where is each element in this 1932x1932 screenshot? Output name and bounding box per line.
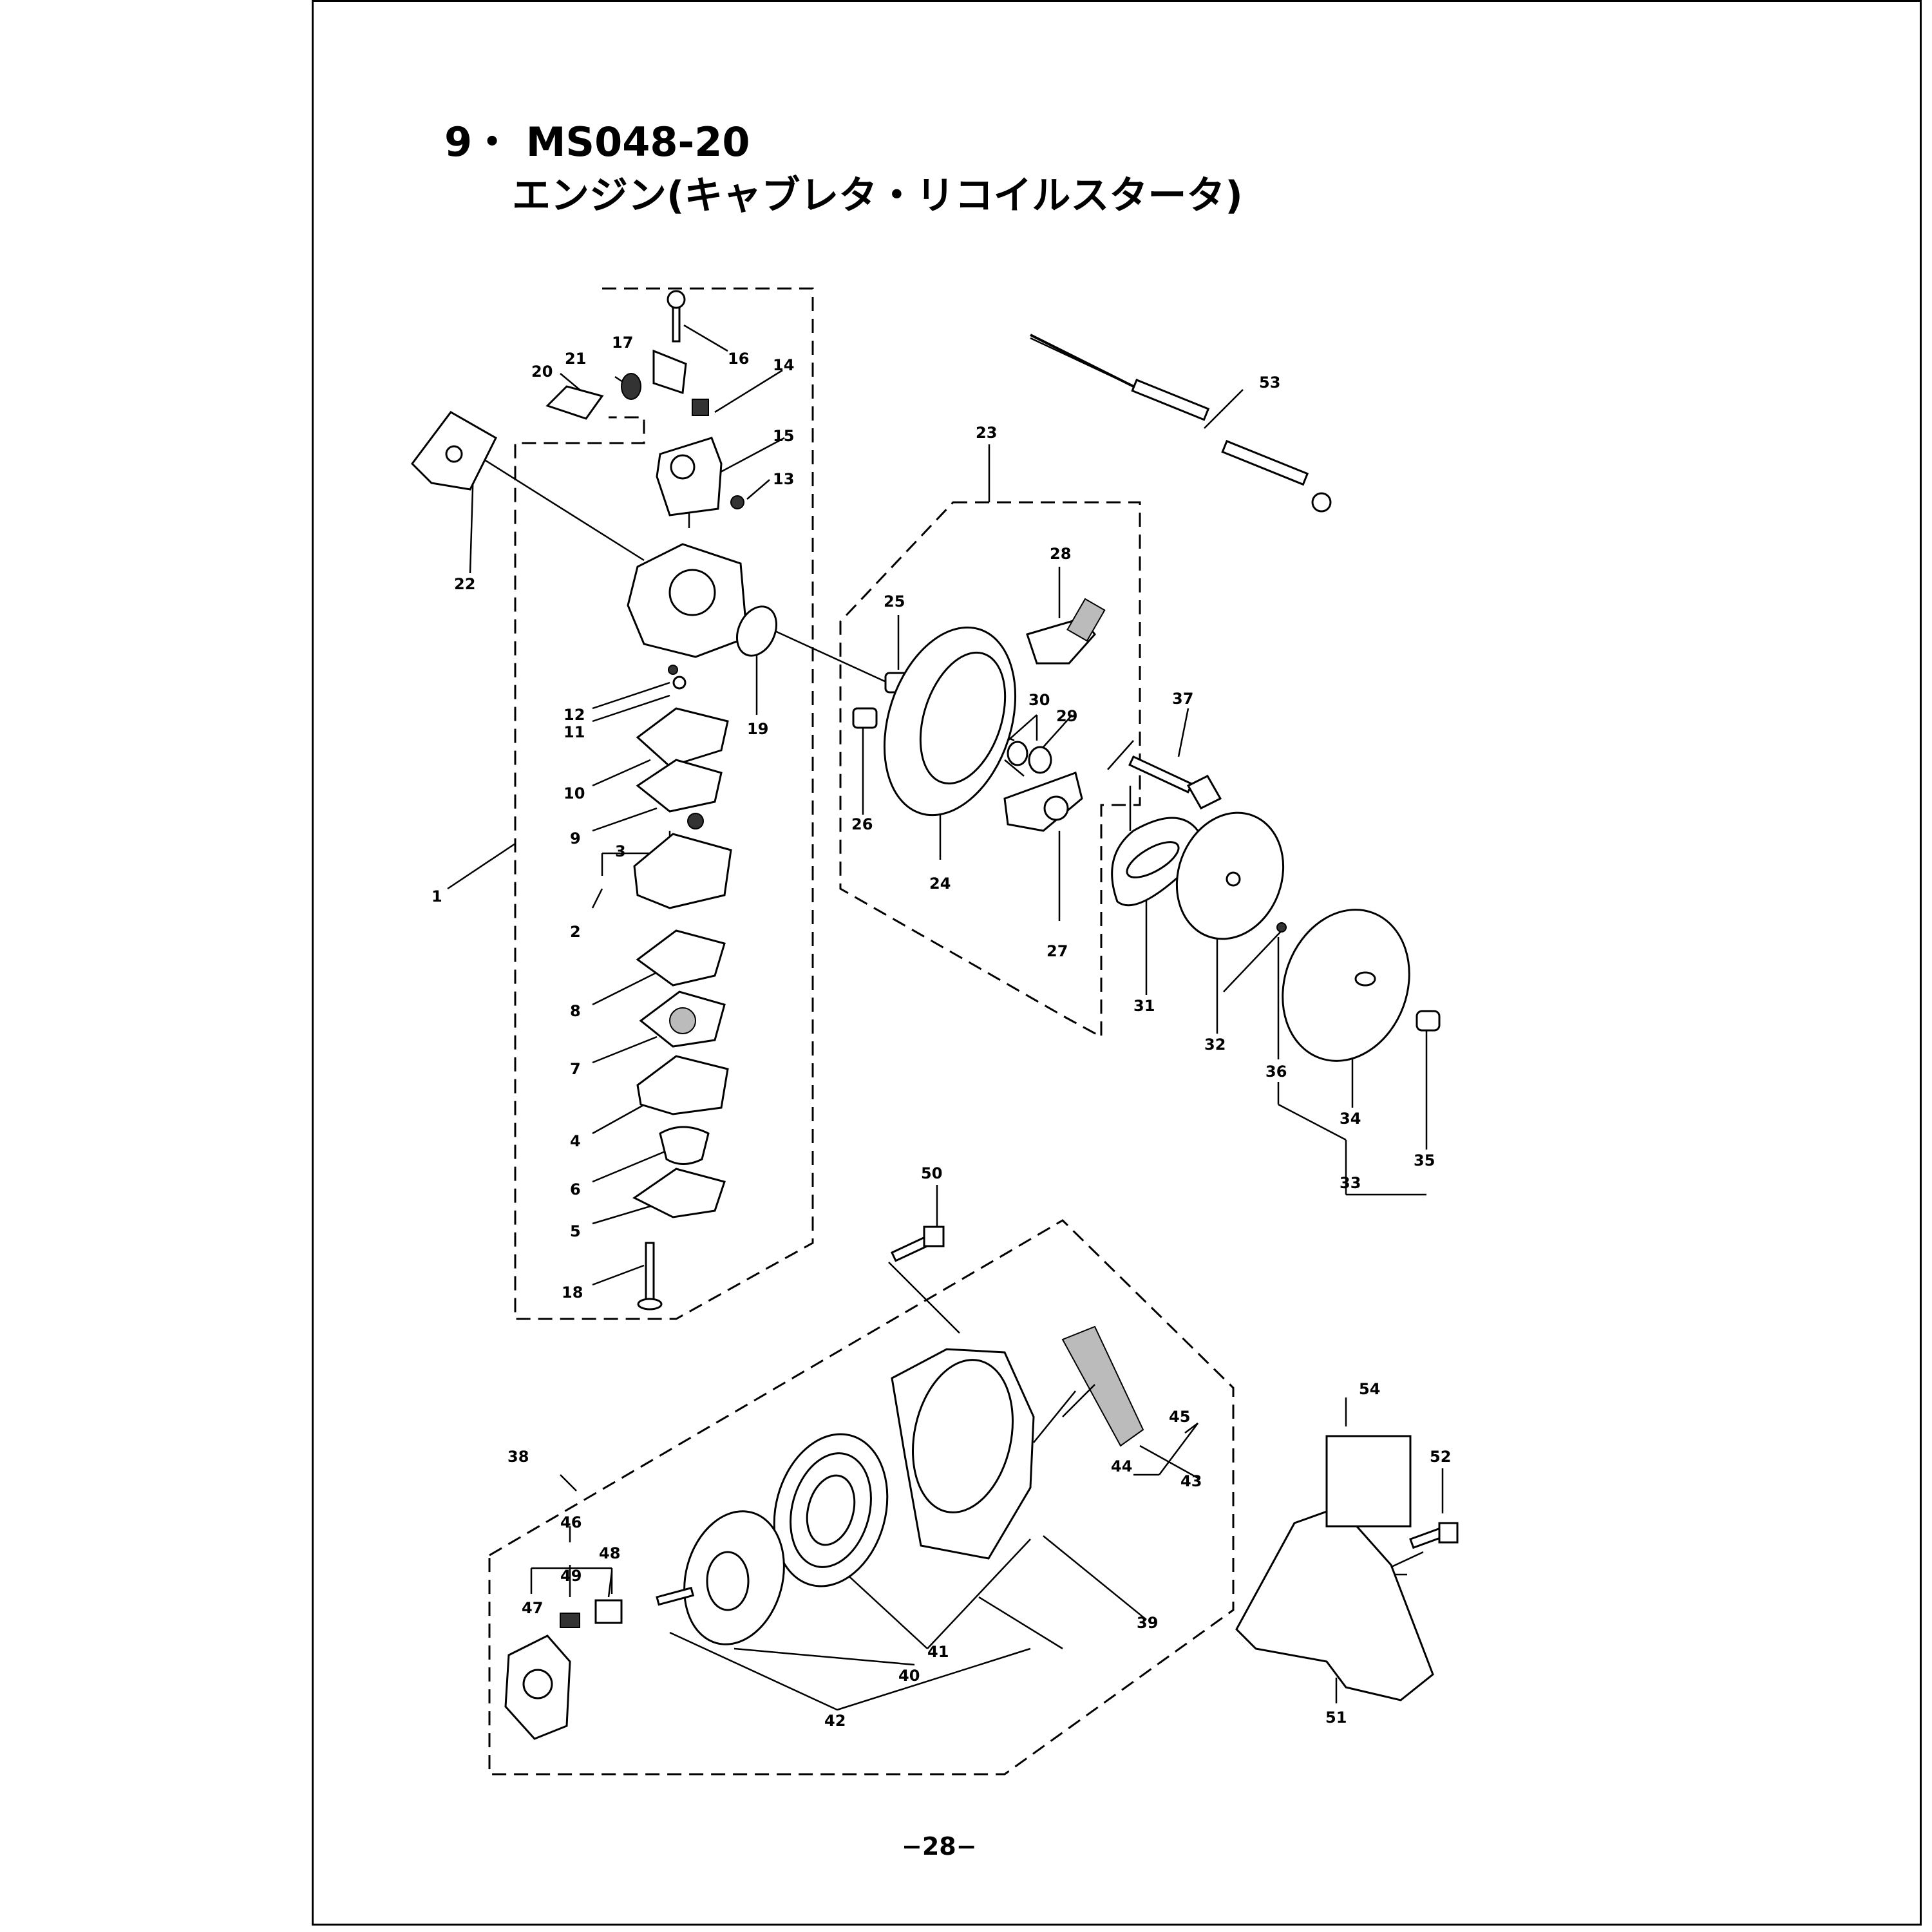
callout-14: 14 xyxy=(773,356,794,374)
callout-24: 24 xyxy=(929,875,951,893)
callout-39: 39 xyxy=(1137,1614,1158,1632)
callout-9: 9 xyxy=(570,829,581,848)
part-45-starter-handle xyxy=(1061,1325,1144,1447)
part-4-cover xyxy=(636,1055,729,1115)
callout-26: 26 xyxy=(851,815,873,833)
page-number: −28− xyxy=(902,1832,977,1861)
part-53-throttle-cable xyxy=(1030,334,1134,388)
part-5-plate xyxy=(632,1168,726,1218)
part-18-long-screw xyxy=(645,1242,655,1302)
part-14-nut xyxy=(692,399,709,416)
callout-18: 18 xyxy=(562,1283,583,1302)
part-9-gasket xyxy=(636,759,723,813)
part-27-choke-plate xyxy=(1003,772,1083,832)
callout-48: 48 xyxy=(599,1544,620,1562)
callout-8: 8 xyxy=(570,1002,581,1020)
page-frame xyxy=(312,0,1922,1926)
callout-43: 43 xyxy=(1180,1472,1202,1490)
callout-50: 50 xyxy=(921,1164,942,1182)
callout-16: 16 xyxy=(728,350,749,368)
callout-12: 12 xyxy=(564,706,585,724)
callout-19: 19 xyxy=(747,720,768,738)
part-54-label xyxy=(1325,1435,1412,1528)
callout-20: 20 xyxy=(531,363,553,381)
part-17-bracket xyxy=(652,349,687,395)
callout-17: 17 xyxy=(612,334,633,352)
part-8-gasket xyxy=(636,929,726,987)
starter-housing-group-boundary xyxy=(839,501,1141,1039)
part-36-clip xyxy=(1276,922,1287,933)
callout-47: 47 xyxy=(522,1599,543,1617)
callout-13: 13 xyxy=(773,470,794,488)
part-2-pump-body xyxy=(633,833,732,909)
callout-3: 3 xyxy=(615,842,626,860)
callout-4: 4 xyxy=(570,1132,581,1150)
callout-51: 51 xyxy=(1325,1709,1347,1727)
part-3-screw xyxy=(687,813,704,829)
callout-1: 1 xyxy=(431,887,442,905)
page-title: 9・ MS048-20 xyxy=(444,118,750,166)
callout-53: 53 xyxy=(1259,374,1280,392)
callout-23: 23 xyxy=(976,424,997,442)
callout-22: 22 xyxy=(454,575,475,593)
callout-36: 36 xyxy=(1265,1063,1287,1081)
part-48-pawl xyxy=(594,1599,623,1624)
callout-32: 32 xyxy=(1204,1036,1226,1054)
callout-54: 54 xyxy=(1359,1380,1380,1398)
part-34-cleaner-cover xyxy=(1282,909,1410,1062)
callout-46: 46 xyxy=(560,1513,582,1531)
callout-2: 2 xyxy=(570,923,581,941)
part-26-bushing xyxy=(852,707,878,729)
callout-33: 33 xyxy=(1340,1174,1361,1192)
part-19-o-ring xyxy=(736,605,777,657)
part-13-washer xyxy=(730,495,744,509)
part-20-adjust-screw xyxy=(545,385,604,420)
recoil-starter-group-boundary xyxy=(488,1219,1235,1776)
callout-38: 38 xyxy=(507,1448,529,1466)
callout-7: 7 xyxy=(570,1060,581,1078)
callout-40: 40 xyxy=(898,1667,920,1685)
callout-42: 42 xyxy=(824,1712,846,1730)
page-subtitle: エンジン(キャブレタ・リコイルスタータ) xyxy=(512,173,1243,218)
carburetor-group-boundary xyxy=(514,287,814,1320)
callout-49: 49 xyxy=(560,1567,582,1585)
callout-34: 34 xyxy=(1340,1110,1361,1128)
callout-27: 27 xyxy=(1046,942,1068,960)
callout-41: 41 xyxy=(927,1643,949,1661)
callout-28: 28 xyxy=(1050,545,1071,563)
callout-35: 35 xyxy=(1414,1151,1435,1170)
part-10-cover xyxy=(636,707,729,768)
callout-25: 25 xyxy=(884,592,905,611)
part-35-knob xyxy=(1416,1010,1441,1032)
part-11-pin xyxy=(672,676,687,690)
part-49-spring xyxy=(560,1613,580,1628)
callout-21: 21 xyxy=(565,350,586,368)
callout-11: 11 xyxy=(564,723,585,741)
callout-37: 37 xyxy=(1172,690,1193,708)
callout-30: 30 xyxy=(1028,691,1050,709)
callout-45: 45 xyxy=(1169,1408,1190,1426)
callout-31: 31 xyxy=(1133,997,1155,1015)
callout-44: 44 xyxy=(1111,1457,1132,1475)
callout-6: 6 xyxy=(570,1180,581,1198)
callout-5: 5 xyxy=(570,1222,581,1240)
callout-10: 10 xyxy=(564,784,585,802)
callout-15: 15 xyxy=(773,427,794,445)
part-6-primer-bulb xyxy=(659,1126,710,1165)
part-42-screw xyxy=(656,1586,695,1606)
callout-52: 52 xyxy=(1430,1448,1451,1466)
part-29-washer xyxy=(1028,746,1052,774)
part-12-ball xyxy=(668,665,678,675)
part-51-mount-bracket xyxy=(1235,1506,1434,1701)
callout-29: 29 xyxy=(1056,707,1077,725)
part-30-washer xyxy=(1007,741,1028,766)
